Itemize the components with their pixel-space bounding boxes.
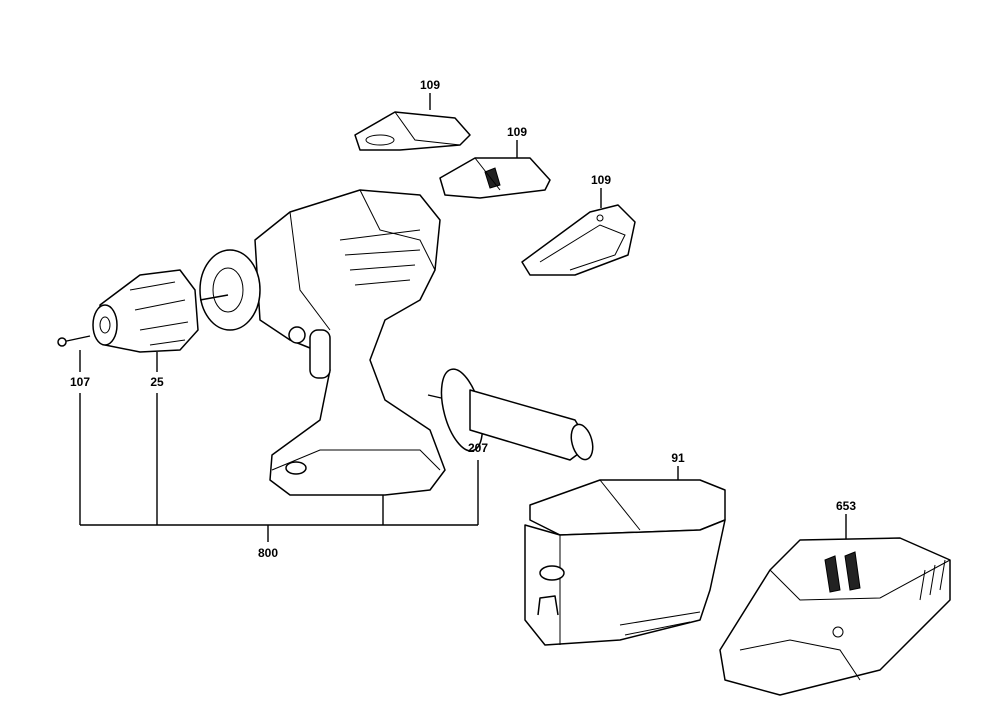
- part-label-battery-cover-2: 109: [506, 125, 528, 139]
- battery-cover-3-drawing: [521, 204, 636, 276]
- charger-drawing: [719, 537, 951, 696]
- part-label-auxiliary-handle: 207: [467, 441, 489, 455]
- battery-cover-1-drawing: [354, 111, 471, 151]
- part-label-drill-assembly: 800: [257, 546, 279, 560]
- drill-assembly-drawing: [199, 189, 446, 496]
- auxiliary-handle-drawing: [427, 368, 594, 461]
- part-label-battery-cover-3: 109: [590, 173, 612, 187]
- leader-lines: [79, 93, 847, 542]
- battery-cover-2-drawing: [439, 157, 551, 199]
- battery-pack-drawing: [524, 479, 726, 646]
- part-label-battery-pack: 91: [671, 451, 685, 465]
- part-label-chuck: 25: [150, 375, 164, 389]
- chuck-drawing: [92, 269, 199, 353]
- screw-drawing: [57, 335, 91, 347]
- part-label-screw: 107: [69, 375, 91, 389]
- part-label-charger: 653: [835, 499, 857, 513]
- part-label-battery-cover-1: 109: [419, 78, 441, 92]
